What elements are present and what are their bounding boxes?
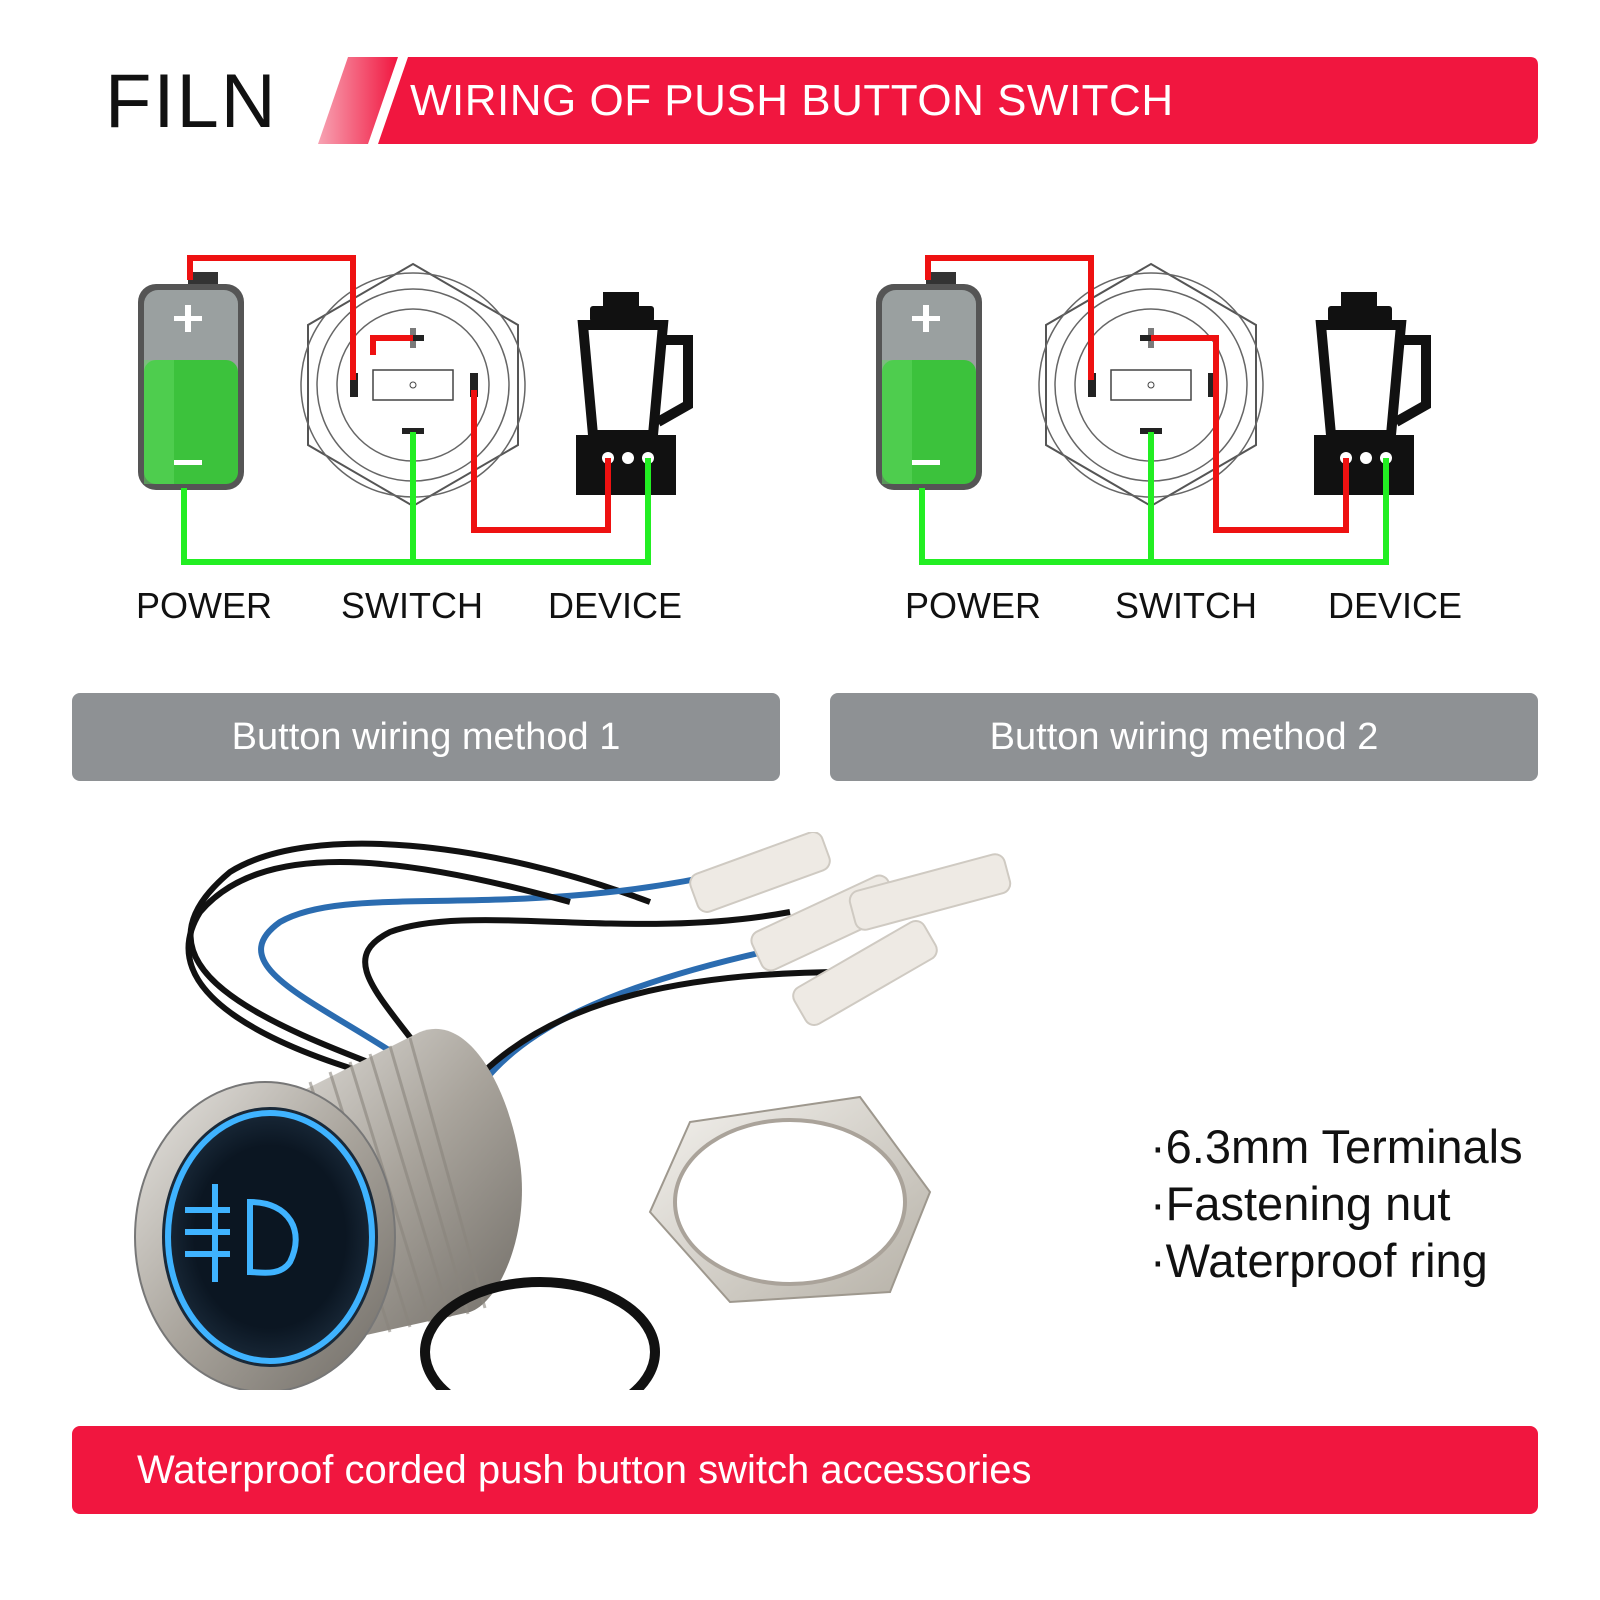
label-switch-2: SWITCH [1115,585,1257,626]
label-device-1: DEVICE [548,585,683,626]
accessory-ring: ·Waterproof ring [1150,1234,1488,1287]
wiring-diagram-1 [138,255,693,565]
footer-caption: Waterproof corded push button switch acc… [137,1448,1032,1492]
battery-icon [138,272,244,490]
footer-banner [72,1426,1538,1514]
waterproof-ring [420,1277,660,1390]
accessory-terminals: ·6.3mm Terminals [1150,1120,1523,1173]
blender-icon [1314,292,1431,495]
accessories-list: ·6.3mm Terminals ·Fastening nut ·Waterpr… [1150,1118,1523,1289]
blender-icon [576,292,693,495]
label-device-2: DEVICE [1328,585,1463,626]
hex-nut [648,1095,932,1304]
fog-light-icon [185,1184,299,1282]
wiring-diagram-2 [876,255,1431,565]
label-power-1: POWER [136,585,273,626]
label-power-2: POWER [905,585,1042,626]
label-switch-1: SWITCH [341,585,483,626]
product-photo [134,832,1012,1390]
battery-icon [876,272,982,490]
method-1-label: Button wiring method 1 [72,693,780,781]
switch-body [134,1028,522,1390]
brand-logo: FILN [105,59,278,144]
method-2-label: Button wiring method 2 [830,693,1538,781]
terminals [689,832,1012,1027]
page-title: WIRING OF PUSH BUTTON SWITCH [410,76,1174,125]
switch-symbol [1038,262,1264,508]
accessory-nut: ·Fastening nut [1150,1177,1451,1230]
title-banner [318,57,1538,144]
